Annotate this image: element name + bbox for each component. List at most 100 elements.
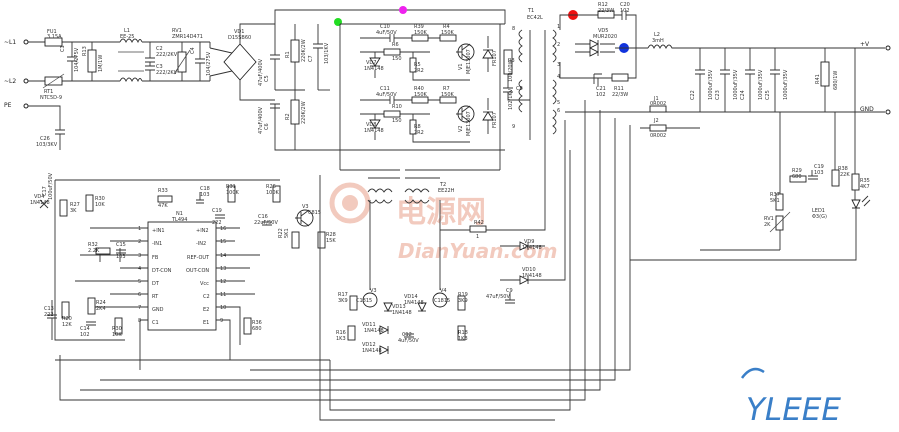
r36-value: 680 bbox=[252, 326, 262, 332]
v3b-value: C1815 bbox=[356, 298, 372, 304]
j2-label: J2 bbox=[653, 118, 659, 124]
c14-label: C14 bbox=[80, 326, 90, 332]
t1-value: EC42L bbox=[527, 15, 543, 21]
c3-label: C3 bbox=[156, 64, 163, 70]
r30b-label: R30 bbox=[112, 326, 122, 332]
r38-label: R38 bbox=[838, 166, 848, 172]
r41-label: R41 bbox=[815, 74, 821, 84]
r27-value: 3K bbox=[70, 208, 77, 214]
c6-value: 47uF/400V bbox=[258, 106, 264, 134]
r31-value: 100K bbox=[226, 190, 240, 196]
input-pe-label: PE bbox=[4, 102, 12, 109]
j1-label: J1 bbox=[653, 96, 659, 102]
r28-value: 15K bbox=[326, 238, 336, 244]
c10-label: C10 bbox=[380, 24, 390, 30]
r33-value: 47K bbox=[158, 203, 168, 209]
tl494-right-pins: +IN2 -IN2 REF-OUT OUT-CON Vcc C2 E2 E1 1… bbox=[186, 226, 226, 326]
r19-label: R19 bbox=[458, 292, 468, 298]
c9-label: C9 bbox=[506, 288, 513, 294]
v2-label: V2 bbox=[458, 125, 464, 132]
input-terminals: ~L1 ~L2 PE bbox=[4, 39, 29, 109]
vd10-label: VD10 bbox=[522, 267, 536, 273]
r30-value: 10K bbox=[95, 202, 105, 208]
t1-pin-3: 3 bbox=[557, 62, 560, 68]
t1-pin-8: 8 bbox=[512, 26, 515, 32]
r4-label: R4 bbox=[443, 24, 450, 30]
r39-label: R39 bbox=[414, 24, 424, 30]
t1-pin-2: 2 bbox=[557, 42, 560, 48]
n1-value: TL494 bbox=[171, 217, 187, 223]
v1-label: V1 bbox=[458, 63, 464, 70]
r10-value: 150 bbox=[392, 118, 402, 124]
r33-label: R33 bbox=[158, 188, 168, 194]
c1-value: 104/275V bbox=[74, 47, 80, 72]
ic-pin-5-name: DT bbox=[152, 281, 160, 287]
v1-value: MJE13007 bbox=[466, 49, 472, 74]
c12-value: 4uF/50V bbox=[398, 338, 419, 344]
c17-label: C17 bbox=[42, 186, 48, 196]
vd4-label: VD4 bbox=[34, 194, 44, 200]
vd13-value: 1N4148 bbox=[392, 310, 412, 316]
c6-label: C6 bbox=[264, 123, 270, 130]
r38-value: 22K bbox=[840, 172, 850, 178]
r36-label: R36 bbox=[252, 320, 262, 326]
r11-label: R11 bbox=[614, 86, 624, 92]
vd12-label: VD12 bbox=[362, 342, 376, 348]
r22-value: 5K1 bbox=[284, 228, 290, 238]
r19-value: 3K9 bbox=[458, 298, 468, 304]
fr1-label: FR107 bbox=[492, 50, 498, 66]
output-gnd-label: GND bbox=[860, 106, 874, 113]
c25-label: C25 bbox=[765, 90, 771, 100]
ic-pin-13-name: OUT-CON bbox=[186, 268, 209, 274]
rv1b-label: RV1 bbox=[764, 216, 774, 222]
l1-label: L1 bbox=[124, 28, 130, 34]
r29-value: 680 bbox=[792, 174, 802, 180]
r13-label: R13 bbox=[82, 46, 88, 56]
c8-value: 102/1KV bbox=[508, 88, 514, 110]
l2-value: 3mH bbox=[652, 38, 664, 44]
r35-label: R35 bbox=[860, 178, 870, 184]
r26-label: R26 bbox=[266, 184, 276, 190]
led-value: Φ3(G) bbox=[812, 214, 827, 220]
r6-value: 150 bbox=[392, 56, 402, 62]
c1-label: C1 bbox=[60, 45, 66, 52]
r32-value: 2.2K bbox=[88, 248, 100, 254]
c19b-label: C19 bbox=[814, 164, 824, 170]
l2-label: L2 bbox=[654, 32, 660, 38]
c23-label: C23 bbox=[715, 90, 721, 100]
c19-value: 222 bbox=[212, 220, 222, 226]
r3-value: 100/20W bbox=[508, 59, 514, 82]
c15-value: 103 bbox=[116, 254, 126, 260]
vd1-label: VD1 bbox=[234, 29, 244, 35]
c11-label: C11 bbox=[380, 86, 390, 92]
ic-pin-1-num: 1 bbox=[138, 226, 141, 232]
r4-value: 150K bbox=[441, 30, 455, 36]
r12-value: 22/3W bbox=[598, 8, 614, 14]
c19-label: C19 bbox=[212, 208, 222, 214]
ic-pin-12-num: 12 bbox=[220, 279, 226, 285]
watermark: 电源网 DianYuan.com bbox=[329, 182, 557, 263]
ic-pin-15-name: -IN2 bbox=[196, 241, 206, 247]
c7-label: C7 bbox=[308, 55, 314, 62]
vd9-label: VD9 bbox=[524, 239, 534, 245]
r2-value: 220K/2W bbox=[301, 101, 307, 124]
r29-label: R29 bbox=[792, 168, 802, 174]
t1-pin-4: 4 bbox=[557, 74, 560, 80]
r7-label: R7 bbox=[443, 86, 450, 92]
r8-label: R8 bbox=[414, 124, 421, 130]
r10-label: R10 bbox=[392, 104, 402, 110]
ic-pin-11-name: C2 bbox=[203, 294, 210, 300]
c23-value: 1000uF/35V bbox=[733, 69, 739, 100]
r26-value: 100K bbox=[266, 190, 280, 196]
c4-value: 104/275V bbox=[206, 51, 212, 76]
vd8-value: 1N4148 bbox=[364, 128, 384, 134]
ic-pin-2-name: -IN1 bbox=[152, 241, 162, 247]
watermark-en: DianYuan.com bbox=[398, 239, 557, 263]
r16-value: 1K3 bbox=[336, 336, 346, 342]
c19b-value: 103 bbox=[814, 170, 824, 176]
c15-label: C15 bbox=[116, 242, 126, 248]
ic-pin-7-num: 7 bbox=[138, 305, 141, 311]
t2-value: EE22H bbox=[438, 188, 455, 194]
watermark-cn: 电源网 bbox=[396, 195, 486, 230]
